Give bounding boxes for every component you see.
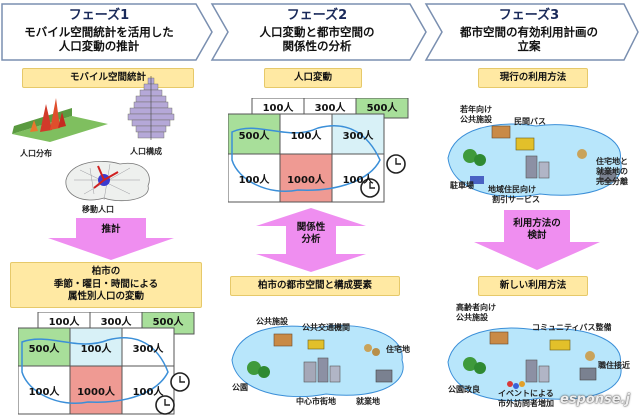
col1-grid-back-0: 100人 [48,316,80,328]
phase1-chevron [1,3,213,61]
map4-event-line2: 市外訪問者増加 [498,399,554,408]
phase3-title: フェーズ3 [498,7,560,23]
map3-residential-line2: 就業地の [596,167,628,176]
map4-event-line1: イベントによる [498,389,554,398]
population-pyramid-chart [127,76,175,140]
phase1-desc-line1: モバイル空間統計を活用した [24,24,174,39]
pop-distribution-label: 人口分布 [20,149,52,158]
phase2-desc-line2: 関係性の分析 [282,39,352,54]
col2-grid-back-0: 100人 [262,102,294,114]
col1-bottom-line3: 属性別人口の変動 [67,291,144,303]
map2-residential: 住宅地 [386,345,410,354]
map2-public-facility: 公共施設 [256,317,288,326]
relationship-double-arrow [256,208,366,272]
movement-pop-label: 移動人口 [82,205,114,214]
map3-youth-line2: 公共施設 [460,115,492,124]
map3-residents-line2: 割引サービス [492,195,540,204]
usage-arrow-label: 利用方法の 検討 [494,218,580,243]
phase1-desc-line2: 人口変動の推計 [58,39,140,54]
usage-down-arrow [474,210,600,270]
relationship-arrow-line2: 分析 [301,234,321,246]
phase1-title: フェーズ1 [68,7,130,23]
phase3-desc-line1: 都市空間の有効利用計画の [460,24,598,39]
col1-grid-r1-0: 500人 [28,343,60,355]
map2-public-transport: 公共交通機関 [302,323,350,332]
col1-grid-r2-2: 100人 [132,386,164,398]
col1-grid-r1-2: 300人 [132,343,164,355]
map3-residential-line3: 完全分離 [596,177,628,186]
col1-grid-r2-1: 1000人 [77,386,115,398]
col1-grid-back-2: 500人 [152,316,184,328]
phase2-desc-line1: 人口変動と都市空間の [259,24,375,39]
col1-bottom-label: 柏市の 季節・曜日・時間による 属性別人口の変動 [10,262,202,308]
estimate-arrow-label: 推計 [101,224,121,235]
col3-new-map [447,327,622,402]
col2-grid-back-1: 300人 [314,102,346,114]
col2-bottom-label: 柏市の都市空間と構成要素 [230,276,400,296]
phase2-title: フェーズ2 [286,7,348,23]
phase2-chevron [210,3,427,61]
map2-business: 就業地 [356,397,380,406]
map4-community-bus: コミュニティバス整備 [532,323,612,332]
map3-residential-line1: 住宅地と [596,157,628,166]
col1-bottom-line2: 季節・曜日・時間による [53,278,159,290]
col3-bottom-label: 新しい利用方法 [478,276,588,296]
col2-top-label: 人口変動 [264,68,362,88]
col1-population-grid: 100人 300人 500人 500人 100人 300人 100人 1000人… [18,312,196,416]
col1-grid-back-1: 300人 [100,316,132,328]
phase1-header: フェーズ1 モバイル空間統計を活用した 人口変動の推計 [2,2,206,60]
col1-grid-background [18,312,195,415]
col2-grid-r1-2: 300人 [342,130,374,142]
col2-population-grid: 100人 300人 500人 500人 100人 300人 100人 1000人… [228,98,412,204]
col1-grid-r1-1: 100人 [80,343,112,355]
map3-youth-line1: 若年向け [460,105,492,114]
population-terrain-graphic [12,98,108,142]
map4-elderly-line1: 高齢者向け [456,303,496,312]
usage-arrow-line1: 利用方法の [513,218,561,229]
map2-center: 中心市街地 [296,397,336,406]
pop-structure-label: 人口構成 [130,147,162,156]
relationship-arrow-line1: 関係性 [296,222,326,233]
movement-map-graphic [65,161,150,202]
col2-grid-background [228,98,409,203]
phase3-chevron [424,3,639,61]
col2-grid-r2-2: 100人 [342,174,374,186]
col2-grid-r2-0: 100人 [238,174,270,186]
usage-arrow-line2: 検討 [527,230,547,242]
watermark-text: esponse.j [560,392,630,407]
col2-city-map [231,325,404,398]
col2-grid-r2-1: 1000人 [287,174,325,186]
map2-park: 公園 [232,383,248,392]
col2-grid-back-2: 500人 [366,102,398,114]
col2-grid-r1-0: 500人 [238,130,270,142]
col1-grid-r2-0: 100人 [28,386,60,398]
map4-elderly-line2: 公共施設 [456,313,488,322]
col1-bottom-line1: 柏市の [91,265,121,277]
estimate-down-arrow [48,218,174,260]
col2-grid-r1-1: 100人 [290,130,322,142]
phase3-desc-line2: 立案 [517,39,541,54]
relationship-arrow-label: 関係性 分析 [286,222,336,247]
col3-top-label: 現行の利用方法 [478,68,588,88]
map3-parking: 駐車場 [450,181,474,190]
phase3-header: フェーズ3 都市空間の有効利用計画の 立案 [436,2,632,60]
map3-residents-line1: 地域住民向け [488,185,536,194]
map4-park-renovation: 公園改良 [448,385,480,394]
col3-current-map [447,123,622,198]
map3-private-bus: 民間バス [514,117,546,126]
phase2-header: フェーズ2 人口変動と都市空間の 関係性の分析 [222,2,422,60]
map4-proximity: 職住接近 [598,361,630,370]
phase-header-bar [1,3,639,61]
